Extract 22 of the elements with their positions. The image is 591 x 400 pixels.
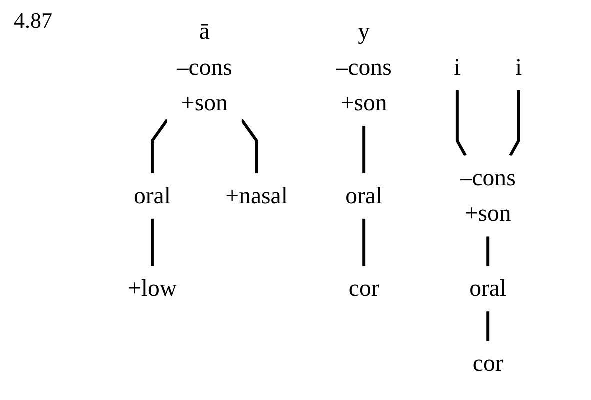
node-text: ā –cons +son bbox=[176, 19, 232, 117]
node-text: i bbox=[454, 54, 461, 81]
connector bbox=[486, 312, 490, 342]
connector bbox=[456, 90, 467, 156]
connector bbox=[151, 119, 169, 174]
connector bbox=[240, 119, 258, 174]
example-number: 4.87 bbox=[14, 8, 52, 34]
node-text: cor bbox=[348, 276, 380, 302]
connector bbox=[362, 126, 366, 174]
node-text: i bbox=[515, 54, 522, 81]
node-text: oral bbox=[346, 183, 383, 210]
node-text: oral bbox=[470, 276, 507, 302]
node-text: +low bbox=[128, 276, 178, 302]
connector bbox=[486, 236, 490, 266]
node-text: –cons +son bbox=[460, 165, 516, 228]
node-text: +nasal bbox=[226, 183, 288, 210]
connector bbox=[362, 218, 366, 266]
connector bbox=[509, 90, 520, 156]
node-text: y –cons +son bbox=[336, 19, 392, 117]
connector bbox=[151, 218, 154, 266]
node-text: oral bbox=[134, 183, 171, 210]
node-text: cor bbox=[472, 350, 504, 377]
